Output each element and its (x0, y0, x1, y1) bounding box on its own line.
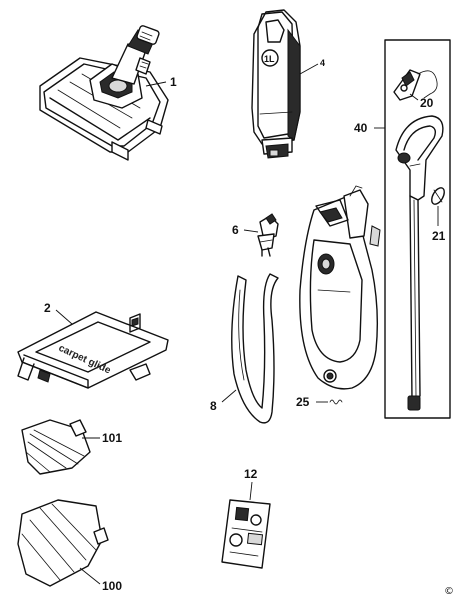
part-number-2: 2 (44, 301, 51, 315)
carpet-glider-icon (21, 419, 91, 475)
valve-icon (257, 213, 279, 257)
part-100-leader (79, 567, 101, 585)
part-4-leader (299, 63, 319, 75)
label-sheet-icon (221, 499, 271, 569)
part-number-12: 12 (244, 467, 258, 481)
part-1-leader (145, 81, 167, 87)
tank-badge-label: 1L (264, 54, 275, 64)
handle-assembly-icon (393, 69, 445, 411)
part-number-6: 6 (232, 223, 239, 237)
spring-icon (329, 399, 343, 405)
part-12-leader (249, 481, 253, 501)
part-number-40: 40 (354, 121, 368, 135)
part-20-leader (409, 93, 419, 101)
part-number-20: 20 (420, 96, 434, 110)
part-number-4: 4 (320, 58, 325, 68)
part-number-8: 8 (210, 399, 217, 413)
handle-assembly-frame (384, 39, 451, 419)
water-tank-icon: 1L (251, 9, 301, 159)
part-6-leader (243, 229, 259, 233)
main-body-icon (299, 185, 381, 390)
part-8-leader (221, 389, 237, 403)
part-number-21: 21 (432, 229, 446, 243)
part-2-leader (55, 309, 73, 325)
part-number-101: 101 (102, 431, 122, 445)
copyright-mark: © (444, 586, 454, 597)
body-cover-icon (231, 273, 279, 424)
part-number-100: 100 (102, 579, 122, 593)
mop-head-icon (39, 25, 169, 161)
microfibre-pad-icon (17, 499, 109, 587)
part-number-25: 25 (296, 395, 310, 409)
pad-frame-icon: carpet glide (17, 311, 169, 389)
part-number-1: 1 (170, 75, 177, 89)
